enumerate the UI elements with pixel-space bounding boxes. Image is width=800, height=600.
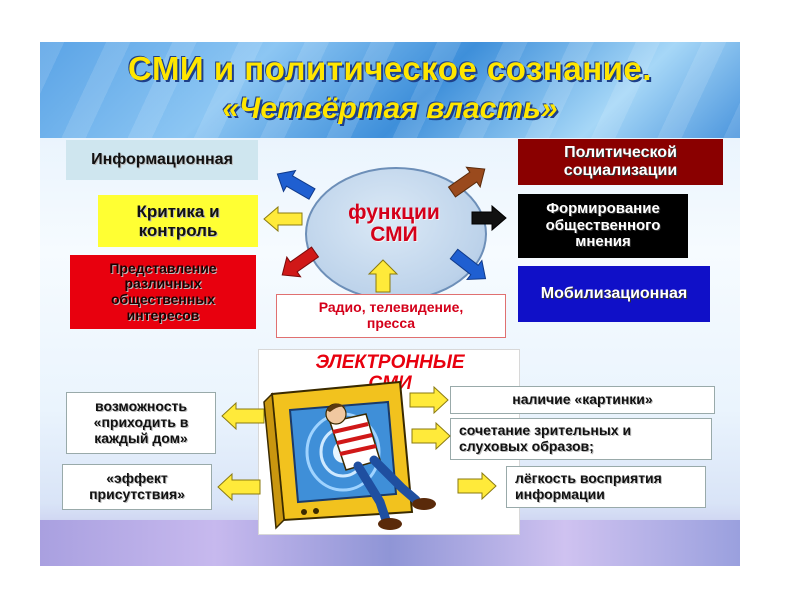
arrow-to-mobilization — [449, 248, 487, 281]
arrow-to-criticism — [263, 205, 303, 233]
arrow-to-easy-perception — [457, 471, 497, 501]
arrow-source-to-center — [367, 259, 399, 293]
arrow-to-presence — [217, 472, 261, 502]
arrow-to-interests — [281, 246, 320, 278]
function-label: Мобилизационная — [540, 285, 688, 303]
feature-box-easy-perception: лёгкость восприятия информации — [506, 466, 706, 508]
feature-label: возможность «приходить в каждый дом» — [93, 398, 189, 446]
center-label-line2: СМИ — [370, 223, 418, 247]
function-label: Формирование общественного мнения — [545, 199, 661, 251]
function-box-interests: Представление различных общественных инт… — [70, 255, 256, 329]
function-label: Политической социализации — [563, 144, 678, 179]
feature-label: сочетание зрительных и слуховых образов; — [459, 422, 632, 454]
title-banner — [40, 42, 740, 138]
feature-label: лёгкость восприятия информации — [515, 470, 662, 502]
feature-box-presence: «эффект присутствия» — [62, 464, 212, 510]
function-box-opinion: Формирование общественного мнения — [518, 194, 688, 258]
function-box-informational: Информационная — [66, 140, 258, 180]
center-label: функции СМИ — [305, 201, 483, 247]
center-label-line1: функции — [348, 201, 440, 224]
feature-box-every-home: возможность «приходить в каждый дом» — [66, 392, 216, 454]
arrow-to-opinion — [471, 204, 507, 232]
arrow-to-picture — [409, 385, 449, 415]
function-label: Представление различных общественных инт… — [109, 259, 217, 323]
feature-box-picture: наличие «картинки» — [450, 386, 715, 414]
feature-label: наличие «картинки» — [512, 391, 653, 408]
slide: СМИ и политическое сознание. «Четвёртая … — [40, 42, 740, 566]
slide-subtitle: «Четвёртая власть» — [222, 92, 558, 125]
tv-boy-illustration — [263, 380, 436, 530]
function-box-socialization: Политической социализации — [518, 139, 723, 185]
arrow-to-socialization — [447, 166, 486, 198]
slide-title: СМИ и политическое сознание. — [128, 50, 652, 87]
feature-box-audiovisual: сочетание зрительных и слуховых образов; — [450, 418, 712, 460]
arrow-to-audiovisual — [411, 421, 451, 451]
function-box-criticism: Критика и контроль — [98, 195, 258, 247]
electronic-line1: ЭЛЕКТРОННЫЕ — [315, 351, 465, 373]
feature-label: «эффект присутствия» — [89, 470, 185, 502]
source-box: Радио, телевидение, пресса — [276, 294, 506, 338]
function-box-mobilization: Мобилизационная — [518, 266, 710, 322]
diagram-graphics — [217, 166, 507, 530]
function-label: Критика и контроль — [136, 201, 220, 240]
source-label: Радио, телевидение, пресса — [318, 299, 464, 331]
arrow-to-informational — [276, 169, 316, 200]
function-label: Информационная — [91, 151, 233, 169]
arrow-to-every-home — [221, 401, 265, 431]
